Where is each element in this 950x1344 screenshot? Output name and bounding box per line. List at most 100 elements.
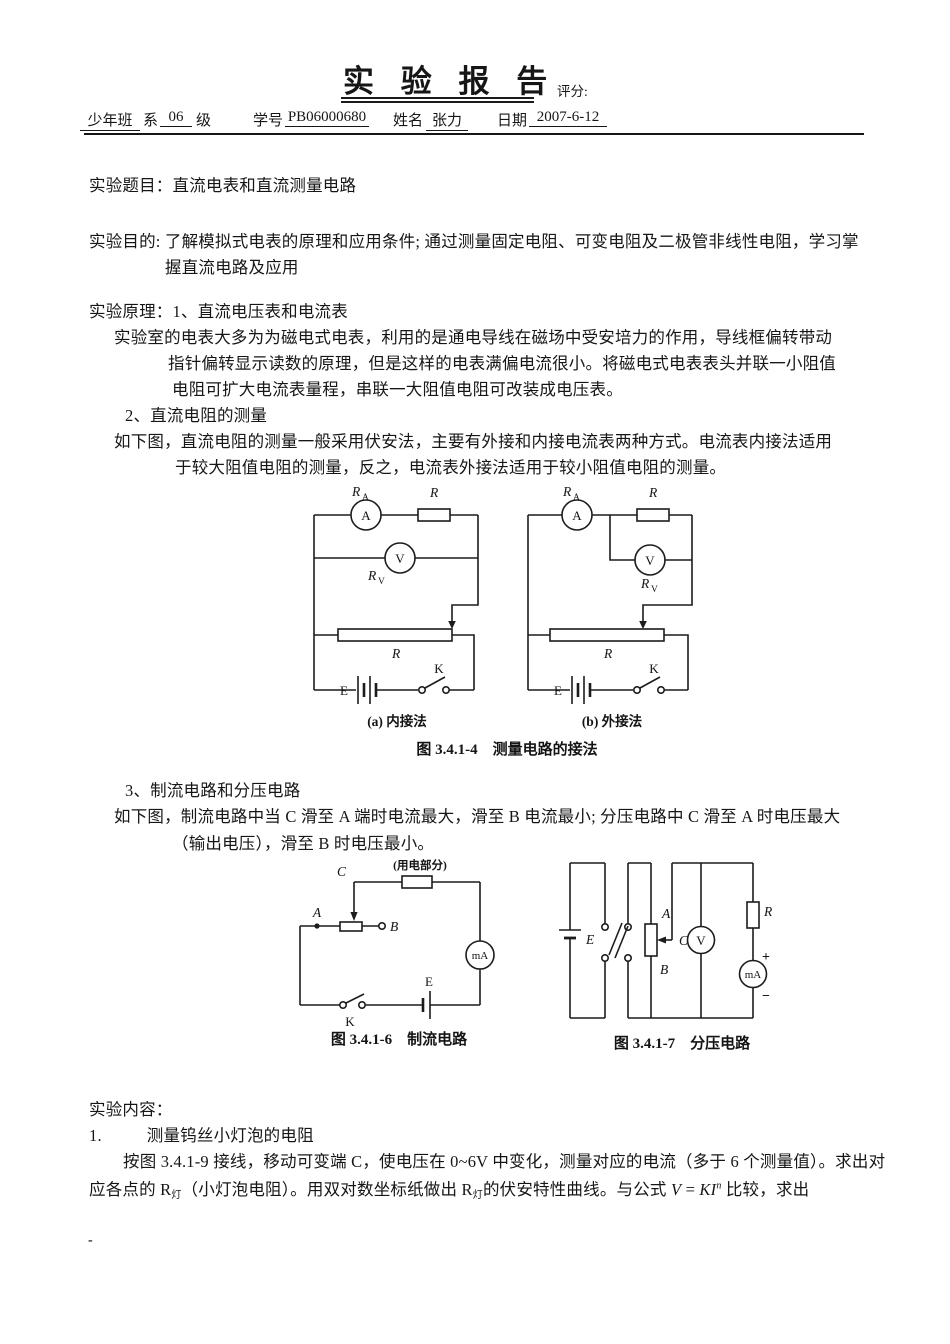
subcaption-internal: (a) 内接法 (367, 713, 427, 729)
resistor-icon (636, 508, 670, 522)
switch-icon (418, 676, 451, 695)
principle-line-8: 3、制流电路和分压电路 (125, 781, 301, 800)
item1-line2-a: 应各点的 R (89, 1180, 172, 1199)
voltmeter-resistance-label: R (367, 568, 377, 583)
rheostat-icon (339, 921, 363, 932)
topic-line: 实验题目：直流电表和直流测量电路 (89, 176, 357, 195)
ammeter-resistance-sub: A (573, 493, 580, 503)
battery-icon (571, 676, 592, 704)
figure-caption: 图 3.4.1-7 分压电路 (614, 1034, 751, 1052)
title-underline-1 (341, 97, 534, 99)
header-date-value: 2007-6-12 (529, 109, 607, 127)
battery-icon (357, 676, 378, 704)
item1-line2-c: 的伏安特性曲线。与公式 (482, 1180, 671, 1199)
voltmeter-label: V (696, 933, 706, 948)
knife-switch-icon (600, 863, 633, 1018)
ammeter-label: A (361, 508, 371, 523)
battery-icon (421, 991, 431, 1019)
circuit-a-internal-connection: A R A R V R V R (313, 484, 479, 704)
wiper-arrow (657, 936, 666, 944)
figure-voltage-divider-circuit: E A B C (558, 856, 838, 1061)
battery-label: E (585, 932, 595, 947)
header-rule (84, 133, 864, 136)
wiper-arrow (639, 621, 647, 629)
switch-icon (338, 993, 367, 1010)
figure-caption: 图 3.4.1-6 制流电路 (331, 1030, 468, 1048)
load-label: (用电部分) (393, 858, 447, 872)
page-footer-dash: - (88, 1233, 93, 1248)
figure-caption: 图 3.4.1-4 测量电路的接法 (416, 740, 597, 758)
voltmeter-resistance-label: R (640, 576, 650, 591)
resistor-label: R (429, 485, 439, 500)
score-label: 评分: (557, 84, 588, 99)
principle-line-5: 2、直流电阻的测量 (125, 406, 268, 425)
resistor-icon (746, 901, 760, 929)
terminal-a-label: A (312, 905, 322, 920)
item1-line2-b: （小灯泡电阻）。用双对数坐标纸做出 R (181, 1180, 473, 1199)
formula-eq: = (681, 1180, 700, 1199)
wiper-terminal-label: C (337, 864, 347, 879)
milliammeter-label: mA (745, 969, 762, 981)
wiper-arrow (350, 912, 358, 921)
item1-line2-d: 比较，求出 (721, 1180, 810, 1199)
resistor-icon (417, 508, 451, 522)
header-date-label: 日期 (497, 113, 528, 129)
rheostat-icon (337, 628, 453, 642)
ammeter-resistance-label: R (562, 484, 572, 499)
r-lamp-subscript-1: 灯 (171, 1190, 182, 1201)
purpose-line-2: 握直流电路及应用 (165, 258, 299, 277)
milliammeter-label: mA (472, 950, 489, 962)
header-class-value: 少年班 (80, 109, 140, 131)
item1-title: 测量钨丝小灯泡的电阻 (146, 1126, 314, 1145)
header-grade-suffix: 级 (196, 113, 212, 129)
principle-line-7: 于较大阻值电阻的测量，反之，电流表外接法适用于较小阻值电阻的测量。 (175, 458, 727, 477)
terminal-b-label: B (390, 919, 398, 934)
header-name-label: 姓名 (393, 113, 424, 129)
rheostat-label: R (391, 646, 401, 661)
voltmeter-resistance-sub: V (651, 585, 658, 595)
figure-current-limiting-circuit: C (用电部分) A B mA E (280, 856, 530, 1056)
principle-line-2: 实验室的电表大多为为磁电式电表，利用的是通电导线在磁场中受安培力的作用，导线框偏… (114, 328, 833, 347)
battery-label: E (340, 683, 348, 698)
battery-label: E (425, 974, 433, 989)
header-dept-label: 系 (143, 113, 159, 129)
resistor-label: R (648, 485, 658, 500)
item1-number: 1. (89, 1126, 102, 1145)
content-section-label: 实验内容： (89, 1100, 173, 1119)
terminal-a-node (314, 923, 320, 929)
switch-label: K (649, 661, 659, 676)
figure-measurement-circuits: A R A R V R V R (300, 480, 710, 765)
subcaption-external: (b) 外接法 (582, 713, 643, 729)
battery-label: E (554, 683, 562, 698)
wiper-arrow (448, 621, 456, 629)
formula-v: V (670, 1180, 682, 1199)
report-title: 实 验 报 告 (343, 64, 551, 99)
terminal-b-node (378, 922, 387, 931)
ammeter-resistance-sub: A (362, 493, 369, 503)
header-id-value: PB06000680 (285, 109, 369, 127)
voltmeter-label: V (395, 551, 405, 566)
principle-line-9: 如下图，制流电路中当 C 滑至 A 端时电流最大，滑至 B 电流最小; 分压电路… (114, 807, 841, 826)
principle-line-1: 实验原理：1、直流电压表和电流表 (89, 302, 348, 321)
formula-ki: KI (699, 1180, 717, 1199)
principle-line-3: 指针偏转显示读数的原理，但是这样的电表满偏电流很小。将磁电式电表表头并联一小阻值 (168, 354, 836, 373)
switch-label: K (345, 1014, 355, 1029)
principle-line-4: 电阻可扩大电流表量程，串联一大阻值电阻可改装成电压表。 (172, 380, 623, 399)
header-id-label: 学号 (253, 113, 284, 129)
ammeter-resistance-label: R (351, 484, 361, 499)
switch-icon (632, 676, 665, 695)
header-grade-value: 06 (160, 109, 192, 127)
item1-line-1: 按图 3.4.1-9 接线，移动可变端 C，使电压在 0~6V 中变化，测量对应… (123, 1152, 886, 1171)
r-lamp-subscript-2: 灯 (472, 1190, 483, 1201)
plus-sign: + (762, 950, 770, 965)
load-resistor-icon (401, 875, 433, 889)
title-underline-2 (341, 101, 534, 103)
formula-exponent: n (716, 1180, 722, 1192)
rheostat-icon (549, 628, 665, 642)
purpose-line-1: 实验目的: 了解模拟式电表的原理和应用条件; 通过测量固定电阻、可变电阻及二极管… (89, 232, 859, 251)
principle-line-6: 如下图，直流电阻的测量一般采用伏安法，主要有外接和内接电流表两种方式。电流表内接… (114, 432, 833, 451)
principle-line-10: （输出电压），滑至 B 时电压最小。 (172, 834, 435, 853)
ammeter-label: A (572, 508, 582, 523)
voltmeter-resistance-sub: V (378, 577, 385, 587)
rheostat-label: R (603, 646, 613, 661)
